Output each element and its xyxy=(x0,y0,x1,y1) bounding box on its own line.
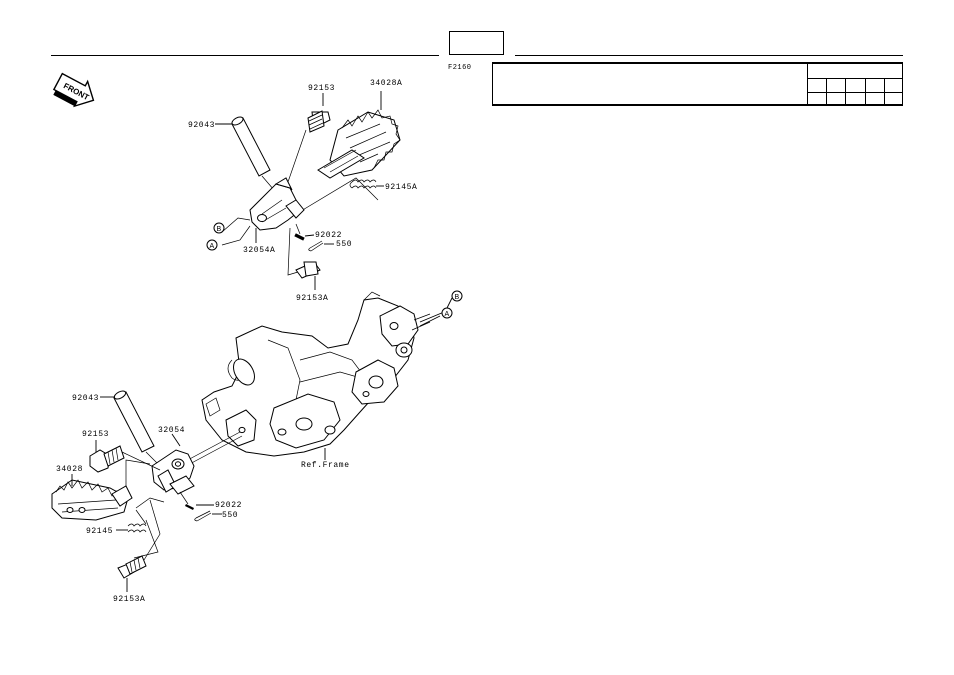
table-col-sep xyxy=(884,78,885,104)
header-rule-right xyxy=(515,55,903,56)
label-ref-frame: Ref.Frame xyxy=(301,461,350,470)
callout-A-frame: A xyxy=(441,307,453,319)
footpeg-34028A-top xyxy=(317,109,401,179)
label-550-bottom: 550 xyxy=(222,511,238,520)
page-number-box xyxy=(449,31,504,55)
label-92022-top: 92022 xyxy=(315,231,342,240)
cotter-pin-550-top xyxy=(308,240,324,252)
bolt-92153A-bottom xyxy=(117,555,147,579)
table-col-sep xyxy=(826,78,827,104)
label-92153-bottom: 92153 xyxy=(82,430,109,439)
pin-92043-top xyxy=(231,116,271,177)
callout-A-top: A xyxy=(206,239,218,251)
header-rule-left xyxy=(51,55,439,56)
spring-92145-bottom xyxy=(127,509,147,533)
label-92022-bottom: 92022 xyxy=(215,501,242,510)
table-row-sep xyxy=(807,92,902,93)
table-col-sep xyxy=(865,78,866,104)
table-col-sep xyxy=(845,78,846,104)
bolt-92153-bottom xyxy=(89,445,125,473)
svg-text:A: A xyxy=(210,243,215,250)
label-92145: 92145 xyxy=(86,527,113,536)
bolt-92153-top xyxy=(307,110,331,133)
label-92043-bottom: 92043 xyxy=(72,394,99,403)
svg-text:A: A xyxy=(445,311,450,318)
bracket-32054A-top xyxy=(249,177,305,231)
parts-table xyxy=(492,62,903,106)
svg-text:B: B xyxy=(455,294,460,301)
footpeg-34028-bottom xyxy=(51,479,133,521)
spring-92145A-top xyxy=(349,179,377,189)
washer-92022-top xyxy=(294,233,305,241)
front-arrow-icon: FRONT xyxy=(52,72,95,108)
cotter-pin-550-bottom xyxy=(194,510,212,522)
callout-B-top: B xyxy=(213,222,225,234)
label-92153A-top: 92153A xyxy=(296,294,328,303)
bracket-32054-bottom xyxy=(151,449,195,495)
label-92043-top: 92043 xyxy=(188,121,215,130)
washer-92022-bottom xyxy=(185,504,194,510)
table-col-sep xyxy=(807,64,808,104)
callout-B-frame: B xyxy=(451,290,463,302)
label-92145A: 92145A xyxy=(385,183,417,192)
frame-body xyxy=(201,291,431,457)
figure-code: F2160 xyxy=(448,64,472,72)
bolt-92153A-top xyxy=(295,261,321,279)
label-32054: 32054 xyxy=(158,426,185,435)
svg-text:B: B xyxy=(217,226,222,233)
label-34028: 34028 xyxy=(56,465,83,474)
label-92153A-bottom: 92153A xyxy=(113,595,145,604)
label-92153-top: 92153 xyxy=(308,84,335,93)
label-550-top: 550 xyxy=(336,240,352,249)
pin-92043-bottom xyxy=(113,390,155,453)
label-32054A: 32054A xyxy=(243,246,275,255)
label-34028A: 34028A xyxy=(370,79,402,88)
table-row-sep xyxy=(807,78,902,79)
